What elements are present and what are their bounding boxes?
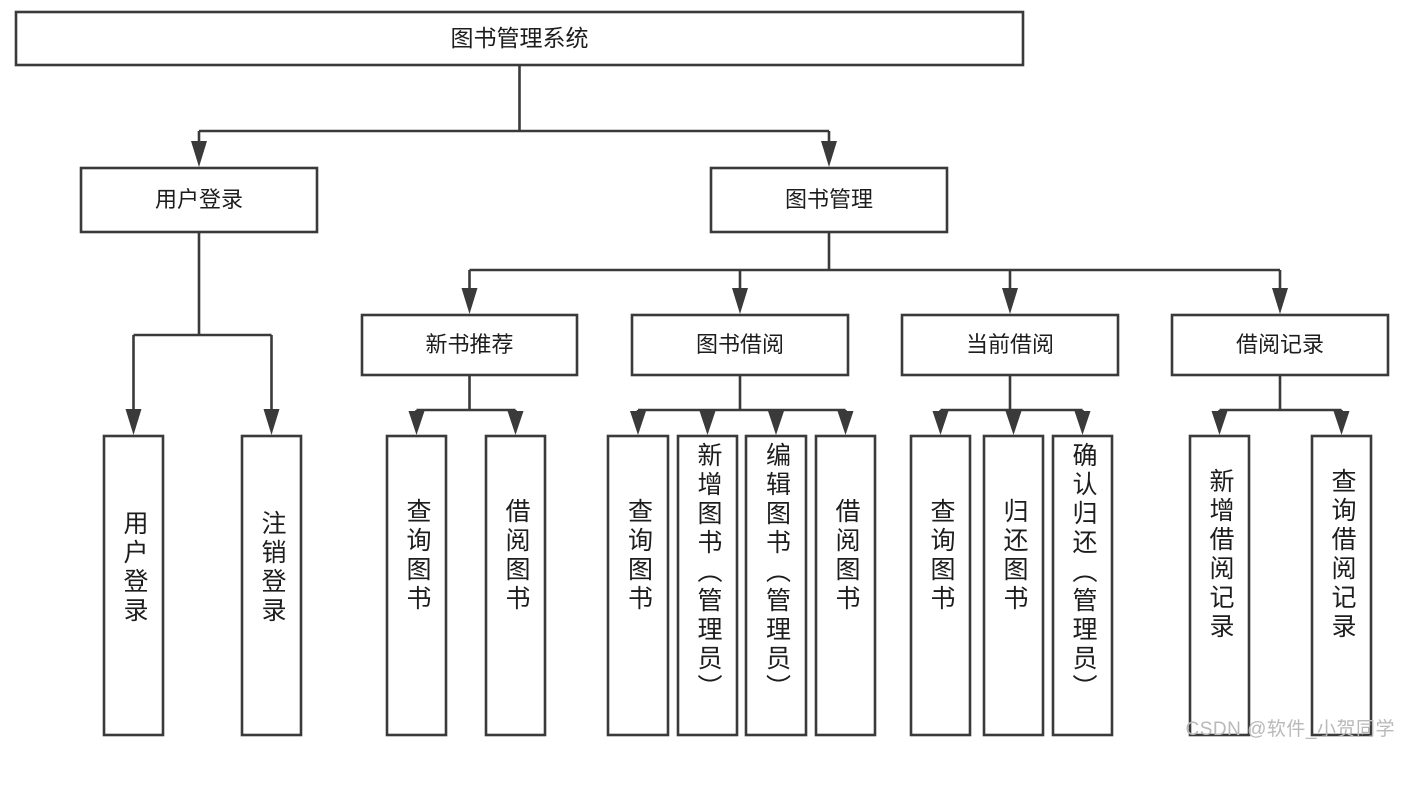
node-root-label: 图书管理系统 — [451, 25, 589, 51]
node-root-box[interactable] — [14, 10, 1025, 67]
arrowhead-leaf-edit-book — [768, 411, 784, 435]
node-borrow-record-box[interactable] — [1170, 313, 1390, 377]
node-book-manage-label: 图书管理 — [785, 187, 873, 212]
arrowhead-new-book-recommend — [461, 288, 478, 314]
node-current-borrow-label: 当前借阅 — [966, 332, 1054, 357]
arrowhead-leaf-borrow-book-rec — [507, 411, 524, 435]
node-leaf-query-record-box[interactable] — [1310, 434, 1373, 737]
node-user-login-box[interactable] — [79, 166, 319, 234]
node-current-borrow[interactable]: 当前借阅 — [900, 313, 1120, 377]
node-leaf-return-book-box[interactable] — [982, 434, 1045, 737]
node-leaf-user-login-box[interactable] — [102, 434, 165, 737]
node-leaf-confirm-return-box[interactable] — [1051, 434, 1114, 737]
node-new-book-recommend-label: 新书推荐 — [425, 332, 513, 357]
arrowhead-leaf-query-record — [1333, 411, 1350, 435]
arrowhead-leaf-borrow-book-b — [837, 411, 854, 435]
flowchart-svg: 图书管理系统 用户登录 图书管理 新书推荐 图书借阅 当前借阅 借阅记录 — [14, 10, 1390, 737]
node-current-borrow-box[interactable] — [900, 313, 1120, 377]
flowchart-canvas: 图书管理系统 用户登录 图书管理 新书推荐 图书借阅 当前借阅 借阅记录 — [14, 10, 1395, 740]
node-leaf-borrow-book-rec-box[interactable] — [484, 434, 547, 737]
node-borrow-record-label: 借阅记录 — [1236, 332, 1324, 357]
node-leaf-add-record-box[interactable] — [1188, 434, 1251, 737]
watermark-text: CSDN @软件_小贺同学 — [1185, 719, 1395, 740]
arrowhead-leaf-query-book-c — [932, 411, 949, 435]
arrowhead-bookmanage — [821, 141, 837, 167]
node-book-borrow[interactable]: 图书借阅 — [630, 313, 850, 377]
node-user-login-label: 用户登录 — [155, 187, 243, 212]
arrowhead-leaf-query-book-b — [630, 411, 646, 435]
arrowhead-leaf-confirm-return — [1074, 411, 1091, 435]
connector-group — [125, 65, 1350, 435]
node-leaf-add-book-box[interactable] — [676, 434, 739, 737]
node-user-login[interactable]: 用户登录 — [79, 166, 319, 234]
node-book-manage[interactable]: 图书管理 — [709, 166, 949, 234]
arrowhead-leaf-logout — [263, 409, 280, 435]
arrowhead-book-borrow — [732, 288, 748, 314]
arrowhead-leaf-return-book — [1005, 411, 1022, 435]
node-book-manage-box[interactable] — [709, 166, 949, 234]
node-root[interactable]: 图书管理系统 — [14, 10, 1025, 67]
arrowhead-leaf-add-book — [699, 411, 716, 435]
arrowhead-current-borrow — [1002, 288, 1018, 314]
node-leaf-query-book-b-box[interactable] — [606, 434, 670, 737]
arrowhead-userlogin — [191, 141, 207, 167]
arrowhead-leaf-user-login — [125, 409, 142, 435]
node-book-borrow-label: 图书借阅 — [696, 332, 784, 357]
arrowhead-borrow-record — [1272, 288, 1288, 314]
node-leaf-edit-book-box[interactable] — [744, 434, 808, 737]
node-leaf-logout-box[interactable] — [240, 434, 303, 737]
node-borrow-record[interactable]: 借阅记录 — [1170, 313, 1390, 377]
node-new-book-recommend[interactable]: 新书推荐 — [360, 313, 579, 377]
node-leaf-query-book-rec-box[interactable] — [385, 434, 448, 737]
arrowhead-leaf-query-book-rec — [408, 411, 425, 435]
node-leaf-query-book-c-box[interactable] — [909, 434, 972, 737]
node-book-borrow-box[interactable] — [630, 313, 850, 377]
node-leaf-borrow-book-b-box[interactable] — [814, 434, 877, 737]
arrowhead-leaf-add-record — [1211, 411, 1228, 435]
node-new-book-recommend-box[interactable] — [360, 313, 579, 377]
leaf-boxes — [102, 434, 1373, 737]
